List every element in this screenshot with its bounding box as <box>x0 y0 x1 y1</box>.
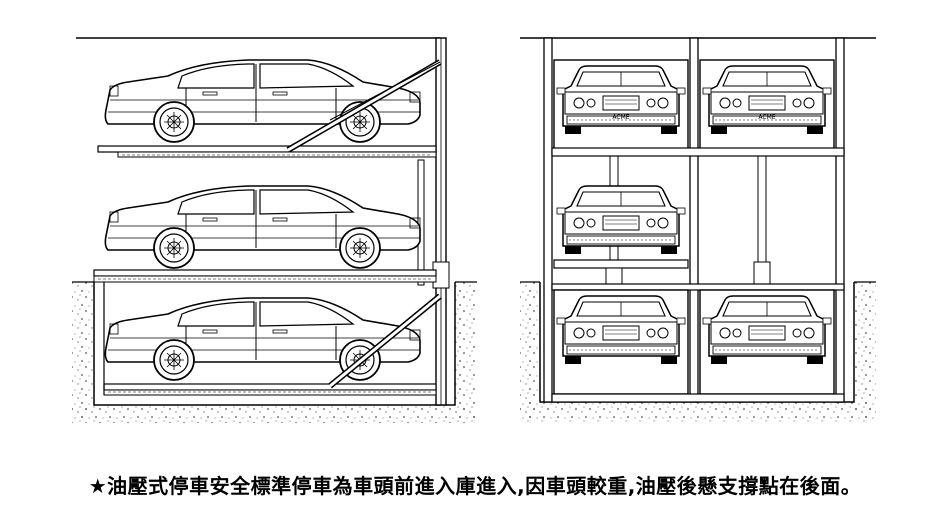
front-car-bottom-left <box>556 295 686 365</box>
lower-level <box>103 282 442 396</box>
front-row-bottom <box>551 283 845 403</box>
plate-label-left: ACME <box>612 114 629 121</box>
caption-text: ★油壓式停車安全標準停車為車頭前進入庫進入,因車頭較重,油壓後懸支撐點在後面。 <box>88 474 862 498</box>
front-car-bottom-right <box>702 295 832 365</box>
front-row-top: ACME ACME <box>551 59 845 157</box>
sedan-lower <box>104 297 421 381</box>
upper-level <box>97 59 442 158</box>
front-car-top-left <box>556 65 686 135</box>
front-car-middle-left <box>556 185 686 255</box>
ground-pit <box>72 281 477 423</box>
front-view: ACME ACME <box>520 37 876 422</box>
side-view <box>72 37 477 423</box>
front-row-middle <box>553 185 771 285</box>
front-car-top-right <box>702 65 832 135</box>
lift-post <box>417 37 450 406</box>
plate-label-right: ACME <box>758 114 775 121</box>
sedan-middle <box>104 185 421 269</box>
middle-level <box>93 185 437 283</box>
